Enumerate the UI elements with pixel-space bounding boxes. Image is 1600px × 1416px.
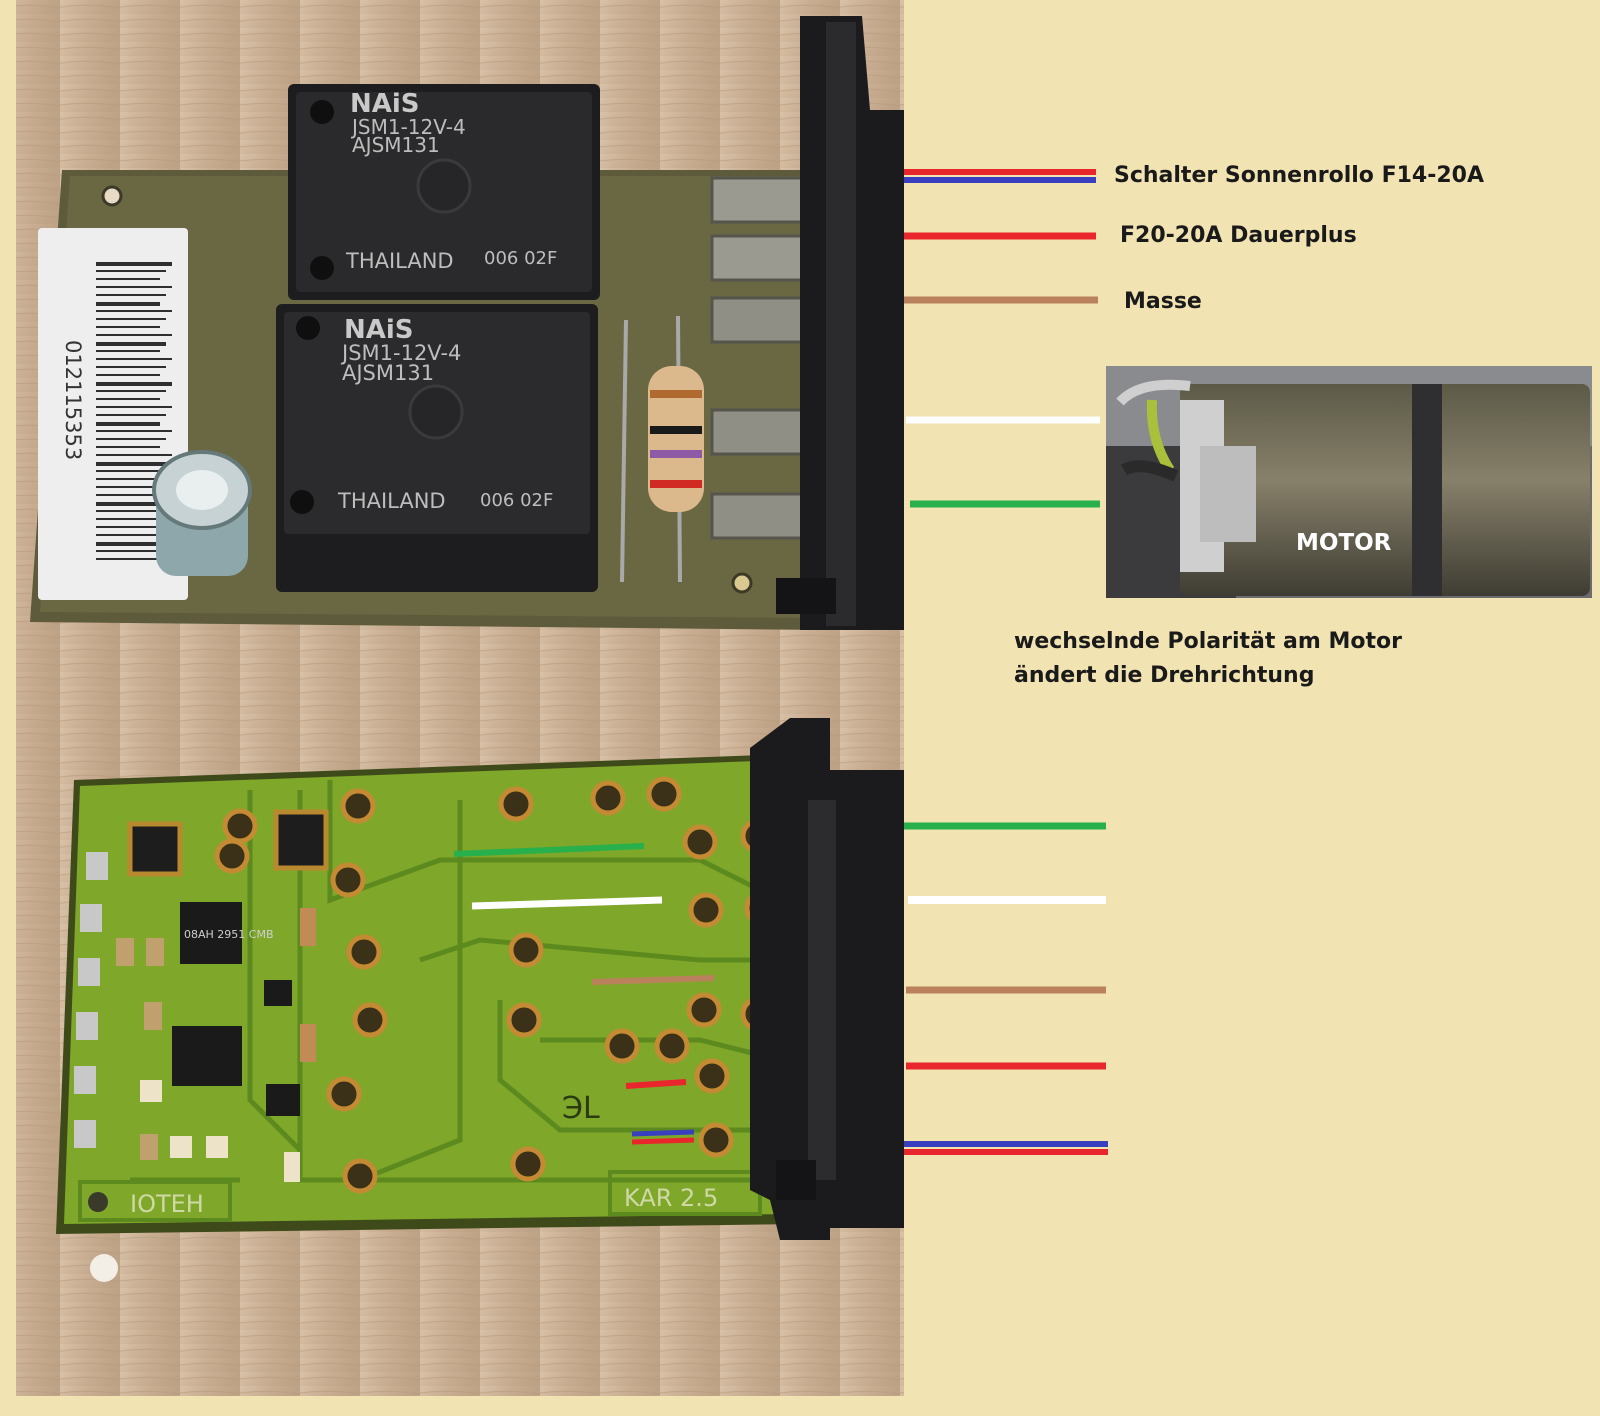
- relay-bottom-model: JSM1-12V-4: [340, 341, 461, 365]
- label-power: F20-20A Dauerplus: [1120, 223, 1357, 248]
- barcode-bar: [96, 342, 166, 346]
- barcode-bar: [96, 406, 172, 408]
- solder-joint: [688, 892, 724, 928]
- label-switch: Schalter Sonnenrollo F14-20A: [1114, 163, 1484, 188]
- capacitor: [152, 450, 252, 576]
- relay-top: NAiS JSM1-12V-4 AJSM131 THAILAND 006 02F: [288, 84, 600, 300]
- connector-housing-bottom: [750, 718, 904, 1240]
- solder-joint: [214, 838, 250, 874]
- note-line-2: ändert die Drehrichtung: [1014, 663, 1314, 688]
- barcode-label: 012115353: [38, 228, 188, 600]
- barcode-bar: [96, 430, 172, 432]
- barcode-bar: [96, 558, 166, 560]
- solder-joint: [352, 1002, 388, 1038]
- note-line-1: wechselnde Polarität am Motor: [1014, 629, 1402, 654]
- solder-joint: [340, 788, 376, 824]
- solder-joint: [686, 992, 722, 1028]
- barcode-bar: [96, 326, 160, 328]
- wire-lines-bottom: [904, 822, 1108, 1155]
- barcode-bar: [96, 414, 166, 416]
- barcode-bar: [96, 294, 166, 296]
- barcode-bar: [96, 318, 166, 320]
- solder-joint: [346, 934, 382, 970]
- barcode-bar: [96, 366, 166, 368]
- barcode-bar: [96, 550, 172, 552]
- barcode-bars: [96, 262, 172, 560]
- barcode-bar: [96, 462, 166, 466]
- solder-joint: [508, 932, 544, 968]
- relay-top-lot: 006 02F: [484, 248, 557, 269]
- barcode-bar: [96, 262, 172, 266]
- solder-joint: [506, 1002, 542, 1038]
- solder-joint: [604, 1028, 640, 1064]
- relay-bottom: NAiS JSM1-12V-4 AJSM131 THAILAND 006 02F: [276, 304, 598, 592]
- solder-joint: [222, 808, 258, 844]
- relay-board-photo: 012115353 NAiS JSM1-12V-4 AJSM131 THAILA…: [16, 0, 904, 638]
- barcode-bar: [96, 542, 160, 546]
- barcode-bar: [96, 438, 166, 440]
- solder-joint: [498, 786, 534, 822]
- barcode-bar: [96, 534, 166, 536]
- board-annotations: [453, 843, 715, 1145]
- relay-top-brand: NAiS: [350, 89, 420, 119]
- relay-bottom-brand: NAiS: [344, 315, 414, 345]
- barcode-bar: [96, 494, 160, 496]
- motor-label: MOTOR: [1296, 530, 1392, 556]
- solder-joint: [694, 1058, 730, 1094]
- relay-top-code: AJSM131: [352, 133, 440, 157]
- barcode-bar: [96, 422, 160, 426]
- solder-joint: [510, 1146, 546, 1182]
- solder-joint: [646, 776, 682, 812]
- barcode-bar: [96, 286, 172, 288]
- connector-housing-top: [776, 16, 904, 630]
- pcb-components: 08AH 2951 CMB: [74, 809, 329, 1182]
- barcode-bar: [96, 278, 160, 280]
- label-ground: Masse: [1124, 289, 1202, 314]
- barcode-bar: [96, 510, 166, 512]
- solder-joint: [326, 1076, 362, 1112]
- pcb-logo: ЭL: [562, 1091, 600, 1126]
- barcode-bar: [96, 478, 172, 480]
- barcode-bar: [96, 334, 172, 336]
- barcode-bar: [96, 398, 160, 400]
- barcode-bar: [96, 270, 166, 272]
- ic1-marking: 08AH 2951 CMB: [184, 928, 274, 941]
- barcode-bar: [96, 526, 172, 528]
- solder-joint: [342, 1158, 378, 1194]
- barcode-bar: [96, 446, 160, 448]
- barcode-bar: [96, 470, 160, 472]
- barcode-bar: [96, 350, 160, 352]
- barcode-bar: [96, 502, 172, 506]
- barcode-bar: [96, 374, 160, 376]
- relay-top-origin: THAILAND: [345, 249, 454, 273]
- barcode-bar: [96, 390, 166, 392]
- solder-joint: [654, 1028, 690, 1064]
- barcode-bar: [96, 310, 172, 312]
- relay-bottom-code: AJSM131: [342, 361, 434, 385]
- relay-bottom-lot: 006 02F: [480, 490, 553, 511]
- relay-top-model: JSM1-12V-4: [350, 115, 466, 139]
- pcb-maker: IOTEH: [130, 1190, 204, 1218]
- relay-bottom-origin: THAILAND: [337, 489, 446, 513]
- pcb-version: KAR 2.5: [624, 1184, 718, 1212]
- solder-joint: [698, 1122, 734, 1158]
- pcb-bottom-photo: 08AH 2951 CMB IOTEH: [16, 638, 904, 1396]
- resistor: [620, 315, 704, 583]
- barcode-bar: [96, 302, 160, 306]
- barcode-bar: [96, 454, 172, 456]
- motor-photo: MOTOR: [1106, 366, 1592, 598]
- barcode-bar: [96, 382, 172, 386]
- barcode-bar: [96, 518, 160, 520]
- solder-joints: [214, 776, 788, 1194]
- solder-joint: [590, 780, 626, 816]
- wire-lines-top: [904, 169, 1100, 508]
- solder-joint: [682, 824, 718, 860]
- solder-joint: [330, 862, 366, 898]
- barcode-number: 012115353: [61, 340, 85, 460]
- barcode-bar: [96, 486, 166, 488]
- barcode-bar: [96, 358, 172, 360]
